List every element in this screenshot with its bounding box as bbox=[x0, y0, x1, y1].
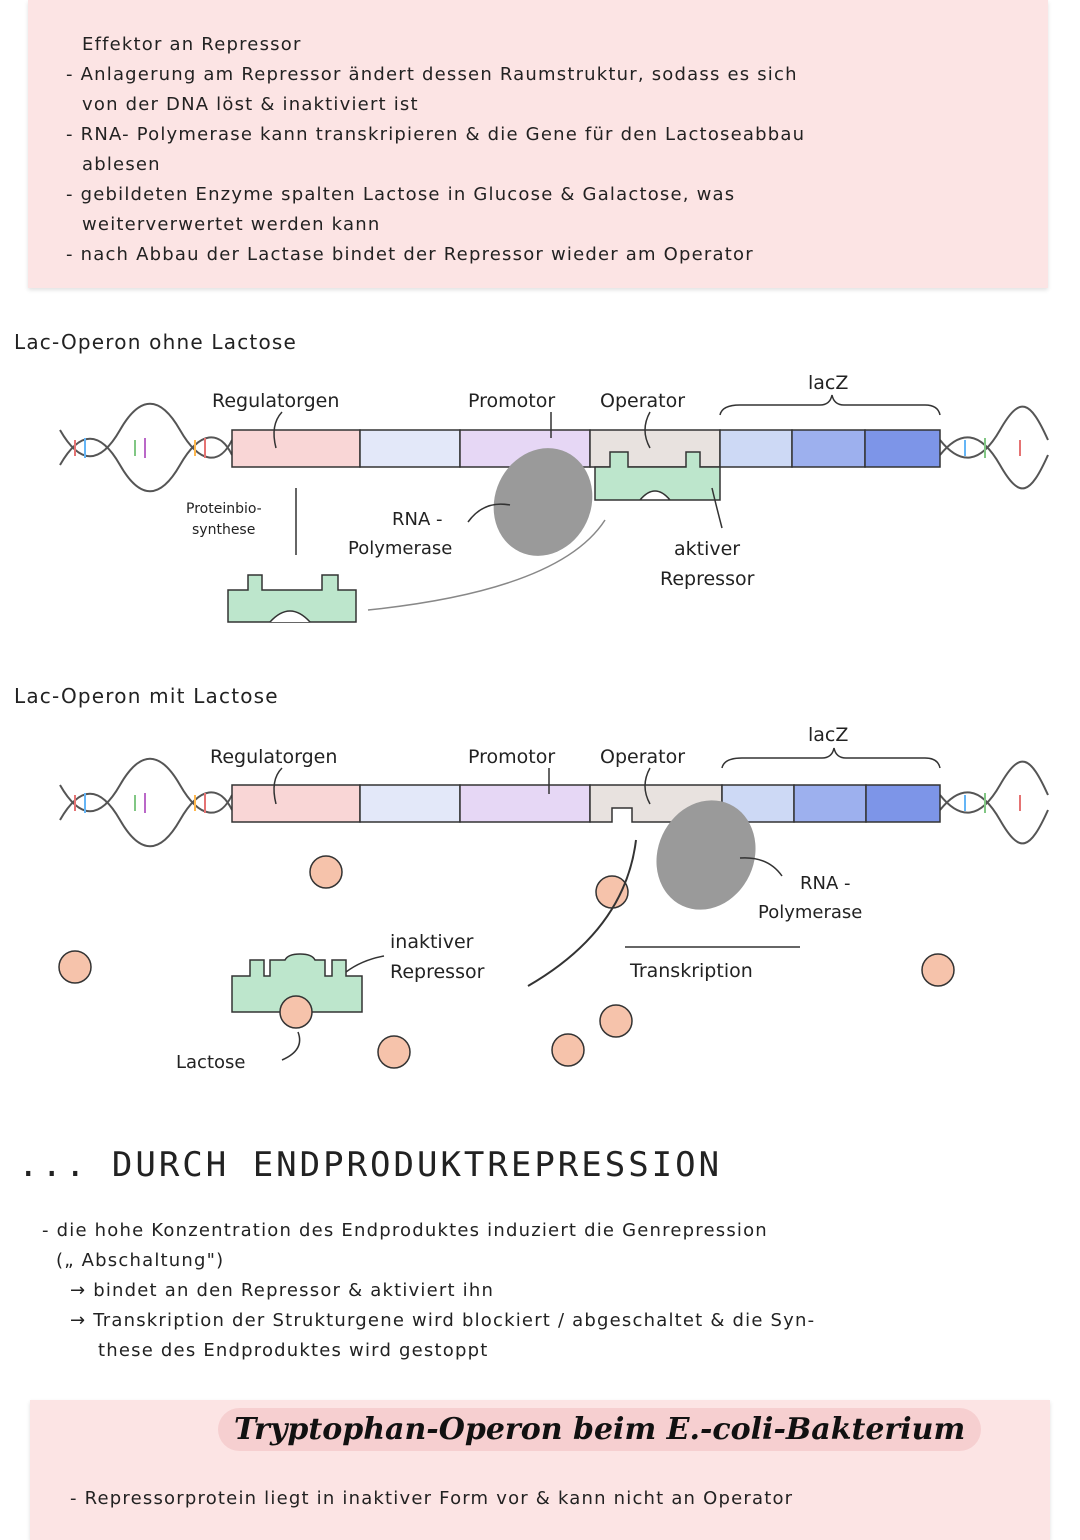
dna-helix-left-2 bbox=[59, 757, 233, 848]
label-rna-2b: Polymerase bbox=[758, 902, 862, 923]
lactose-dot-3 bbox=[279, 995, 313, 1029]
effector-box bbox=[28, 0, 1048, 288]
label-lactose: Lactose bbox=[176, 1052, 245, 1073]
label-rna-2a: RNA - bbox=[800, 873, 851, 894]
arrow-lactose bbox=[281, 1031, 301, 1061]
lactose-dot-2 bbox=[58, 950, 92, 984]
tryptophan-line: - Repressorprotein liegt in inaktiver Fo… bbox=[70, 1488, 794, 1509]
label-rna-1b: Polymerase bbox=[348, 538, 452, 559]
diagram1-heading: Lac-Operon ohne Lactose bbox=[14, 330, 298, 354]
effector-line-6: weiterverwertet werden kann bbox=[82, 214, 381, 235]
label-regulatorgen-1: Regulatorgen bbox=[212, 390, 339, 412]
segment-spacer bbox=[359, 429, 461, 468]
label-aktiver-1: aktiver bbox=[674, 538, 740, 560]
segment-lacz-2 bbox=[791, 429, 866, 468]
inactive-repressor bbox=[231, 953, 363, 1013]
label-regulatorgen-2: Regulatorgen bbox=[210, 746, 337, 768]
endprodukt-line-5: these des Endproduktes wird gestoppt bbox=[98, 1340, 489, 1361]
arrow-operator-2 bbox=[644, 767, 651, 805]
segment-lacz-2-2 bbox=[793, 784, 867, 823]
label-repressor-2: Repressor bbox=[390, 961, 485, 983]
diagram-lac-operon-with-lactose: Regulatorgen Promotor Operator lacZ RNA … bbox=[58, 724, 1049, 1073]
label-lacz-2: lacZ bbox=[808, 724, 848, 746]
active-repressor-bound bbox=[594, 451, 721, 501]
label-promotor-1: Promotor bbox=[468, 390, 555, 412]
segment-lacz-1 bbox=[719, 429, 793, 468]
arrow-rna-polymerase-1 bbox=[467, 503, 511, 523]
endprodukt-heading: ... DURCH ENDPRODUKTREPRESSION bbox=[18, 1145, 723, 1185]
free-repressor bbox=[227, 574, 357, 623]
arrow-regulatorgen-2 bbox=[273, 767, 283, 805]
arrow-repressor-binding bbox=[367, 519, 606, 611]
label-proteinbio-2: synthese bbox=[192, 522, 255, 538]
label-inaktiver-2: inaktiver bbox=[390, 931, 474, 953]
segment-regulatorgen-2 bbox=[231, 784, 361, 823]
effector-line-3: - RNA- Polymerase kann transkripieren & … bbox=[66, 124, 806, 145]
effector-title: Effektor an Repressor bbox=[82, 34, 302, 55]
segment-promotor-2 bbox=[459, 784, 591, 823]
effector-line-4: ablesen bbox=[82, 154, 161, 175]
dna-helix-right-2 bbox=[939, 760, 1049, 845]
rna-polymerase-1 bbox=[493, 448, 593, 556]
lactose-dot-8 bbox=[921, 953, 955, 987]
dna-helix-right bbox=[939, 405, 1049, 490]
brace-lacz-2 bbox=[721, 747, 941, 769]
endprodukt-line-3: → bindet an den Repressor & aktiviert ih… bbox=[70, 1280, 495, 1301]
label-operator-2: Operator bbox=[600, 746, 685, 768]
segment-spacer-2 bbox=[359, 784, 461, 823]
diagram2-heading: Lac-Operon mit Lactose bbox=[14, 684, 279, 708]
label-repressor-1: Repressor bbox=[660, 568, 755, 590]
endprodukt-line-1: - die hohe Konzentration des Endprodukte… bbox=[42, 1220, 768, 1241]
label-lacz-1: lacZ bbox=[808, 372, 848, 394]
lactose-dot-4 bbox=[377, 1035, 411, 1069]
label-rna-1a: RNA - bbox=[392, 509, 443, 530]
arrow-aktiver-repressor bbox=[711, 487, 723, 529]
effector-line-2: von der DNA löst & inaktiviert ist bbox=[82, 94, 419, 115]
segment-lacz-3 bbox=[864, 429, 941, 468]
lactose-dot-6 bbox=[599, 1004, 633, 1038]
effector-line-7: - nach Abbau der Lactase bindet der Repr… bbox=[66, 244, 754, 265]
segment-regulatorgen bbox=[231, 429, 361, 468]
diagram-lac-operon-without-lactose: Regulatorgen Promotor Operator lacZ Prot… bbox=[59, 372, 1049, 623]
endprodukt-line-4: → Transkription der Strukturgene wird bl… bbox=[70, 1310, 816, 1331]
arrow-operator-1 bbox=[644, 411, 651, 449]
arrow-rna-polymerase-2 bbox=[739, 857, 783, 877]
lactose-dot-7 bbox=[551, 1033, 585, 1067]
free-repressor-notch bbox=[269, 610, 311, 623]
tryptophan-title: Tryptophan-Operon beim E.-coli-Bakterium bbox=[218, 1408, 982, 1451]
lactose-dot-1 bbox=[309, 855, 343, 889]
label-transkription: Transkription bbox=[629, 960, 753, 982]
lactose-dot-5 bbox=[595, 875, 629, 909]
label-promotor-2: Promotor bbox=[468, 746, 555, 768]
label-operator-1: Operator bbox=[600, 390, 685, 412]
brace-lacz-1 bbox=[719, 394, 941, 416]
rna-polymerase-2 bbox=[656, 800, 756, 910]
effector-line-1: - Anlagerung am Repressor ändert dessen … bbox=[66, 64, 798, 85]
arrow-repressor-release bbox=[527, 839, 637, 987]
effector-line-5: - gebildeten Enzyme spalten Lactose in G… bbox=[66, 184, 736, 205]
lactose-molecules bbox=[58, 855, 955, 1069]
dna-helix-left bbox=[59, 402, 233, 493]
endprodukt-line-2: („ Abschaltung") bbox=[56, 1250, 225, 1271]
arrow-regulatorgen-1 bbox=[273, 411, 283, 449]
segment-lacz-2-3 bbox=[865, 784, 941, 823]
arrow-inaktiver-repressor bbox=[345, 955, 385, 973]
label-proteinbio-1: Proteinbio- bbox=[186, 501, 262, 517]
